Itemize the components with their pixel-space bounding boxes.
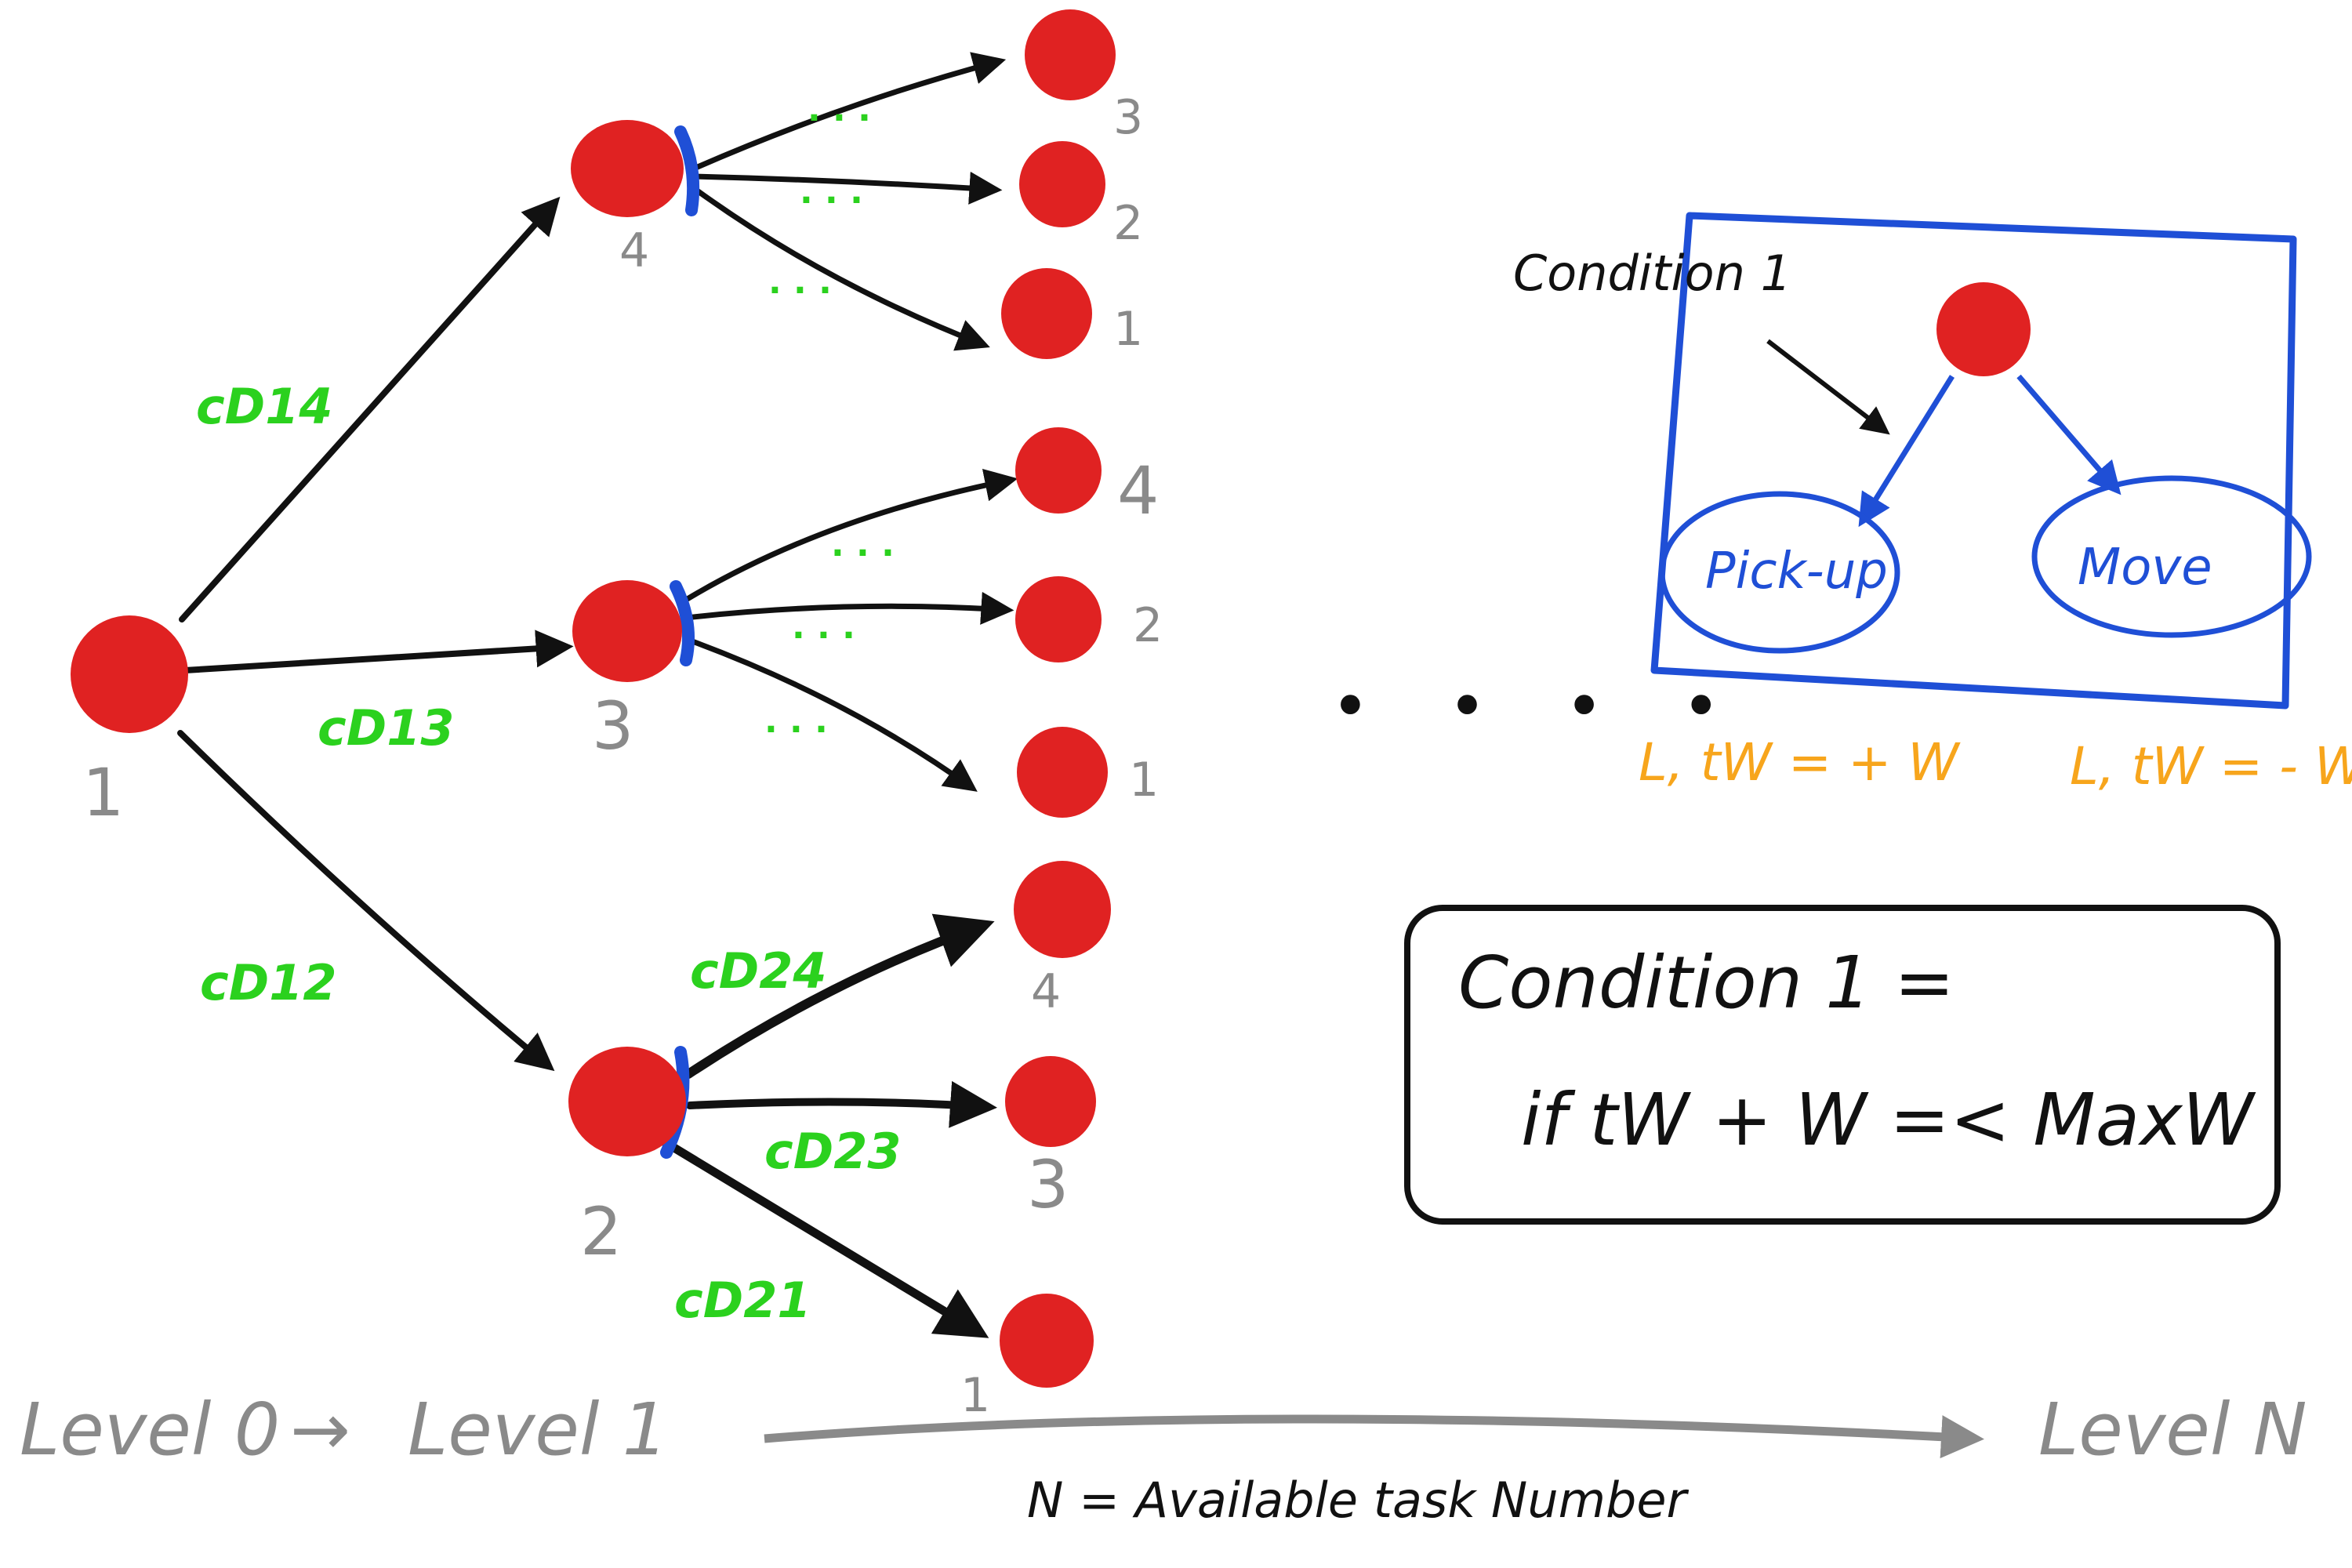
levelN-label: Level N (2038, 1388, 2307, 1472)
levels-long-arrow (764, 1414, 1984, 1459)
node-b-3[interactable] (1017, 727, 1108, 818)
id-level1-a: 4 (619, 223, 649, 278)
cost-labels: cD14 cD13 cD12 cD24 cD23 cD21 (196, 378, 902, 1329)
edges-root (177, 196, 574, 1072)
inset-weight-left: L, tW = + W (1639, 732, 1961, 793)
edge-a-2 (691, 171, 1003, 205)
cost-root-4: cD14 (196, 378, 333, 435)
ellipsis-b-3: · · · (764, 710, 828, 750)
id-a-3: 1 (1113, 302, 1143, 357)
id-b-2: 2 (1133, 598, 1163, 653)
footnote-text: N = Available task Number (1027, 1472, 1690, 1529)
id-b-1: 4 (1117, 452, 1159, 529)
levels-axis: Level 0 → Level 1 Level N N = Available … (20, 1388, 2307, 1529)
inset-condition-arrow (1766, 339, 1890, 435)
inset-action-right-oval[interactable] (2031, 475, 2312, 638)
inset-action-left: Pick-up (1705, 543, 1888, 601)
node-ids: 1 4 3 2 3 2 1 4 2 1 4 3 1 (82, 90, 1163, 1423)
id-c-3: 1 (960, 1368, 990, 1423)
node-level1-a[interactable] (571, 120, 684, 217)
ellipsis-a-3: · · · (768, 270, 832, 310)
edge-ellipses: · · · · · · · · · · · · · · · · · · (764, 98, 895, 750)
ellipsis-b-1: · · · (831, 533, 895, 573)
ellipsis-a-1: · · · (808, 98, 871, 138)
edge-a-3 (691, 185, 990, 351)
levels-arrow-symbol: → (290, 1388, 350, 1472)
inset-condition-label: Condition 1 (1513, 245, 1791, 302)
edge-b-1 (683, 469, 1018, 603)
node-level1-b[interactable] (572, 580, 682, 682)
cost-c-3: cD21 (674, 1272, 811, 1329)
edge-a-1 (691, 52, 1007, 172)
node-b-1[interactable] (1015, 427, 1102, 514)
id-level1-b: 3 (592, 688, 633, 764)
inset-action-right: Move (2078, 539, 2212, 597)
edges-level2 (658, 52, 1018, 1338)
nodes (71, 9, 2031, 1388)
inset-arrow-left (1858, 375, 1955, 528)
split-bar-b (670, 580, 695, 666)
inset-action-left-oval[interactable] (1659, 491, 1900, 654)
cost-c-2: cD23 (764, 1123, 902, 1180)
node-c-3[interactable] (1000, 1294, 1094, 1388)
ellipsis-a-2: · · · (800, 180, 863, 220)
inset-arrow-right (2016, 374, 2122, 495)
edge-c-3 (658, 1136, 989, 1338)
node-a-3[interactable] (1001, 268, 1092, 359)
node-a-1[interactable] (1025, 9, 1116, 100)
inset-weight-right: L, tW = - W (2070, 736, 2352, 797)
id-a-1: 3 (1113, 90, 1143, 145)
edge-c-2 (686, 1080, 997, 1128)
node-c-1[interactable] (1014, 861, 1111, 958)
level1-label: Level 1 (408, 1388, 668, 1472)
node-b-2[interactable] (1015, 576, 1102, 662)
definition-line1: Condition 1 = (1458, 941, 1955, 1025)
edge-root-to-3 (182, 630, 574, 673)
id-root: 1 (82, 754, 124, 831)
node-a-2[interactable] (1019, 141, 1105, 227)
id-b-3: 1 (1129, 753, 1159, 808)
definition-line2: if tW + W =< MaxW (1521, 1078, 2256, 1162)
id-a-2: 2 (1113, 196, 1143, 251)
edge-root-to-4 (179, 196, 561, 622)
inset-panel: Condition 1 Pick-up Move L, tW = + W L, … (1513, 212, 2352, 797)
continuation-ellipsis: • • • • (1333, 674, 1750, 739)
ellipsis-b-2: · · · (792, 615, 855, 655)
node-c-2[interactable] (1005, 1056, 1096, 1147)
definition-box: Condition 1 = if tW + W =< MaxW (1404, 905, 2281, 1225)
edge-c-1 (684, 913, 995, 1079)
node-level1-c[interactable] (568, 1047, 686, 1156)
cost-root-2: cD12 (200, 954, 337, 1011)
id-c-2: 3 (1027, 1146, 1069, 1223)
cost-root-3: cD13 (318, 699, 455, 757)
id-level1-c: 2 (580, 1193, 622, 1270)
definition-frame (1404, 905, 2281, 1225)
node-inset[interactable] (1936, 282, 2031, 376)
edge-b-2 (683, 591, 1014, 625)
id-c-1: 4 (1031, 964, 1061, 1019)
split-bar-a (674, 125, 700, 216)
edge-root-to-2 (177, 730, 555, 1072)
node-root[interactable] (71, 615, 188, 733)
level0-label: Level 0 (20, 1388, 280, 1472)
inset-frame (1650, 212, 2297, 710)
cost-c-1: cD24 (690, 942, 827, 1000)
edge-b-3 (683, 636, 978, 792)
